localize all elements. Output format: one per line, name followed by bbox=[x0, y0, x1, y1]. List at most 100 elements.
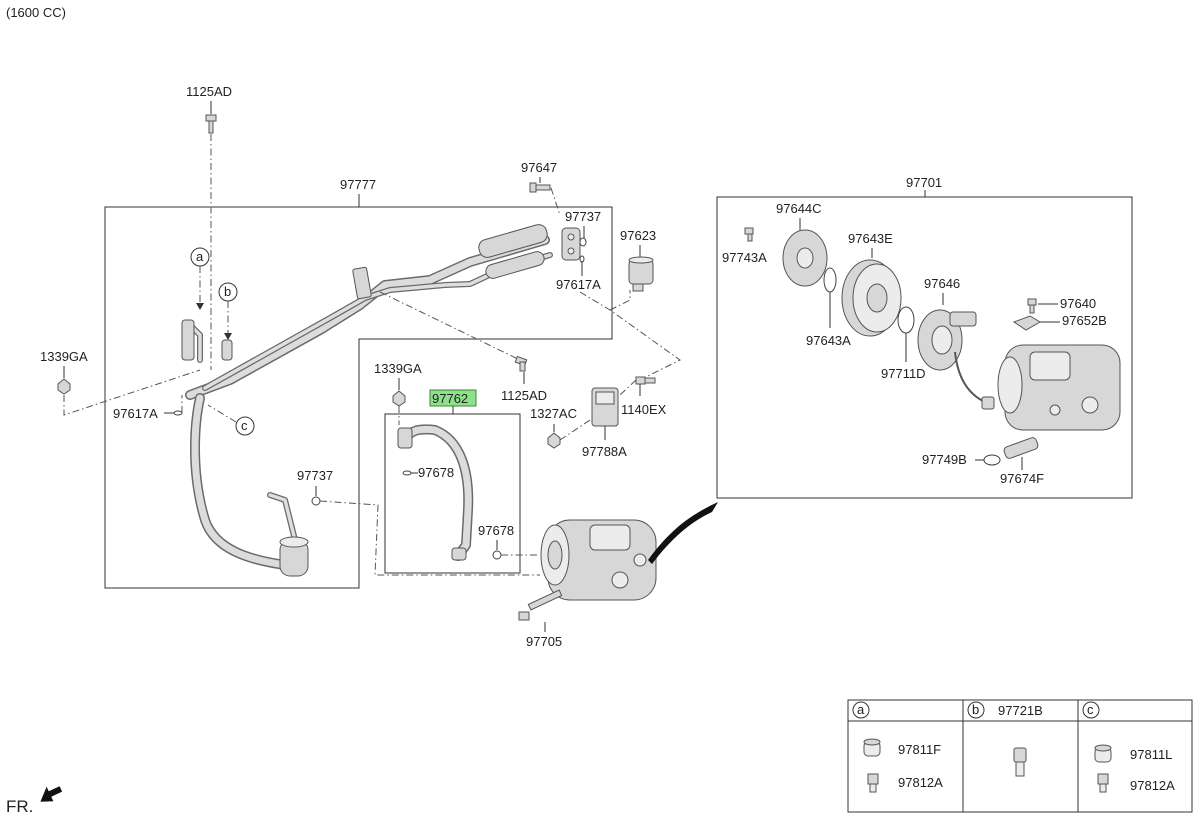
cap-icon bbox=[1094, 744, 1112, 763]
bolt-icon bbox=[635, 376, 656, 385]
bracket-97788A-part bbox=[591, 387, 619, 427]
svg-text:97617A: 97617A bbox=[113, 406, 158, 421]
callout-97711D[interactable]: 97711D bbox=[881, 366, 926, 381]
callout-97640[interactable]: 97640 bbox=[1060, 296, 1096, 311]
svg-text:97647: 97647 bbox=[521, 160, 557, 175]
snap-ring-part bbox=[823, 267, 837, 293]
field-coil-part bbox=[917, 309, 995, 410]
callout-97762[interactable]: 97762 bbox=[429, 389, 477, 407]
callout-97617A-right[interactable]: 97617A bbox=[556, 277, 601, 292]
legend-c-item2[interactable]: 97812A bbox=[1130, 778, 1175, 793]
svg-text:97644C: 97644C bbox=[776, 201, 822, 216]
svg-text:1339GA: 1339GA bbox=[374, 361, 422, 376]
callout-97647[interactable]: 97647 bbox=[521, 160, 557, 175]
svg-text:b: b bbox=[224, 284, 231, 299]
pressure-valve-part bbox=[1003, 437, 1039, 459]
legend-marker-a[interactable]: a bbox=[852, 701, 870, 719]
svg-text:97737: 97737 bbox=[297, 468, 333, 483]
callout-97644C[interactable]: 97644C bbox=[776, 201, 822, 216]
svg-text:97617A: 97617A bbox=[556, 277, 601, 292]
svg-text:1125AD: 1125AD bbox=[501, 388, 547, 403]
svg-text:97643A: 97643A bbox=[806, 333, 851, 348]
callout-97705[interactable]: 97705 bbox=[526, 634, 562, 649]
callout-1327AC[interactable]: 1327AC bbox=[530, 406, 577, 421]
legend-a-item2[interactable]: 97812A bbox=[898, 775, 943, 790]
nut-icon bbox=[57, 378, 71, 395]
nut-icon bbox=[547, 432, 561, 449]
callout-97743A[interactable]: 97743A bbox=[722, 250, 767, 265]
svg-text:97737: 97737 bbox=[565, 209, 601, 224]
engine-label: (1600 CC) bbox=[6, 5, 66, 20]
cap-icon bbox=[863, 738, 881, 757]
callout-97674F[interactable]: 97674F bbox=[1000, 471, 1044, 486]
assembly-frame-97777 bbox=[104, 206, 613, 589]
bracket-97652B-part bbox=[1012, 315, 1041, 331]
svg-text:1339GA: 1339GA bbox=[40, 349, 88, 364]
svg-text:a: a bbox=[196, 249, 204, 264]
svg-text:1125AD: 1125AD bbox=[186, 84, 232, 99]
callout-1339GA-left[interactable]: 1339GA bbox=[40, 349, 88, 364]
bolt-icon bbox=[205, 114, 217, 134]
o-ring-part bbox=[983, 454, 1001, 466]
callout-97646[interactable]: 97646 bbox=[924, 276, 960, 291]
callout-1125AD-top[interactable]: 1125AD bbox=[186, 84, 232, 99]
svg-text:1327AC: 1327AC bbox=[530, 406, 577, 421]
bolt-icon bbox=[744, 227, 754, 242]
legend-c-item1[interactable]: 97811L bbox=[1130, 747, 1172, 762]
front-label: FR. bbox=[6, 797, 33, 816]
clutch-hub-part bbox=[782, 229, 828, 287]
svg-text:97788A: 97788A bbox=[582, 444, 627, 459]
svg-text:97678: 97678 bbox=[478, 523, 514, 538]
discharge-hose-97762 bbox=[397, 424, 474, 561]
compressor-body-part bbox=[997, 344, 1121, 431]
svg-text:97623: 97623 bbox=[620, 228, 656, 243]
callout-97737-bottom[interactable]: 97737 bbox=[297, 468, 333, 483]
legend-marker-b[interactable]: b bbox=[967, 701, 985, 719]
svg-text:97777: 97777 bbox=[340, 177, 376, 192]
callout-97617A-left[interactable]: 97617A bbox=[113, 406, 158, 421]
svg-text:b: b bbox=[972, 702, 979, 717]
callout-1140EX[interactable]: 1140EX bbox=[621, 402, 667, 417]
snap-ring-part bbox=[897, 306, 915, 334]
legend-a-item1[interactable]: 97811F bbox=[898, 742, 941, 757]
legend-marker-c[interactable]: c bbox=[1082, 701, 1100, 719]
callout-97652B[interactable]: 97652B bbox=[1062, 313, 1107, 328]
svg-text:97721B: 97721B bbox=[998, 703, 1043, 718]
bolt-icon bbox=[1027, 298, 1037, 314]
callout-97749B[interactable]: 97749B bbox=[922, 452, 967, 467]
callout-97678-lower[interactable]: 97678 bbox=[478, 523, 514, 538]
marker-b[interactable]: b bbox=[218, 282, 238, 302]
svg-text:97646: 97646 bbox=[924, 276, 960, 291]
svg-text:97678: 97678 bbox=[418, 465, 454, 480]
svg-text:97640: 97640 bbox=[1060, 296, 1096, 311]
callout-97777[interactable]: 97777 bbox=[340, 177, 376, 192]
legend-table: a 97811F 97812A b 97721B bbox=[847, 699, 1193, 813]
callout-1125AD-mid[interactable]: 1125AD bbox=[501, 388, 547, 403]
svg-text:97652B: 97652B bbox=[1062, 313, 1107, 328]
svg-text:a: a bbox=[857, 702, 865, 717]
marker-a[interactable]: a bbox=[190, 247, 210, 267]
pressure-sensor-icon bbox=[1013, 747, 1027, 777]
svg-text:1140EX: 1140EX bbox=[621, 402, 667, 417]
nut-icon bbox=[392, 390, 406, 407]
callout-1339GA-mid[interactable]: 1339GA bbox=[374, 361, 422, 376]
svg-text:97674F: 97674F bbox=[1000, 471, 1044, 486]
callout-97701[interactable]: 97701 bbox=[906, 175, 942, 190]
callout-97737-top[interactable]: 97737 bbox=[565, 209, 601, 224]
svg-text:97749B: 97749B bbox=[922, 452, 967, 467]
callout-97643A[interactable]: 97643A bbox=[806, 333, 851, 348]
bolt-icon bbox=[514, 355, 528, 372]
svg-text:c: c bbox=[1087, 702, 1094, 717]
svg-text:97812A: 97812A bbox=[898, 775, 943, 790]
marker-c[interactable]: c bbox=[235, 416, 255, 436]
svg-text:97711D: 97711D bbox=[881, 366, 926, 381]
valve-core-icon bbox=[867, 773, 879, 793]
ac-compressor-part bbox=[540, 519, 657, 601]
callout-97788A[interactable]: 97788A bbox=[582, 444, 627, 459]
svg-text:97743A: 97743A bbox=[722, 250, 767, 265]
callout-97678-upper[interactable]: 97678 bbox=[418, 465, 454, 480]
callout-97643E[interactable]: 97643E bbox=[848, 231, 893, 246]
legend-b-title[interactable]: 97721B bbox=[998, 703, 1043, 718]
callout-97623[interactable]: 97623 bbox=[620, 228, 656, 243]
